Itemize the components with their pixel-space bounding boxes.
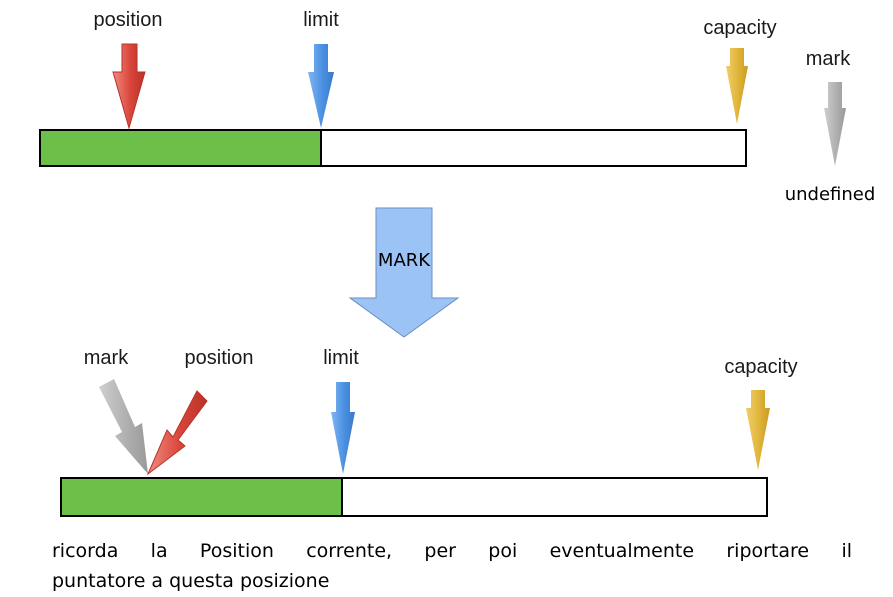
bottom-buffer (60, 477, 768, 517)
top-limit-arrow (308, 44, 334, 128)
top-mark-label: mark (806, 48, 851, 70)
bottom-position-label: position (185, 347, 254, 369)
top-position-label: position (94, 9, 163, 31)
caption: ricorda la Position corrente, per poi ev… (52, 536, 852, 596)
mark-undefined-label: undefined (785, 184, 876, 205)
top-buffer (39, 129, 747, 167)
mark-operation-label: MARK (378, 250, 431, 271)
top-position-arrow (112, 43, 146, 130)
bottom-position-arrow (146, 390, 208, 476)
mark-transition-arrow (348, 207, 460, 338)
top-buffer-filled-region (41, 131, 321, 165)
bottom-limit-label: limit (323, 347, 359, 369)
bottom-mark-label: mark (84, 347, 129, 369)
top-capacity-label: capacity (703, 17, 776, 39)
caption-line-2: puntatore a questa posizione (52, 570, 330, 592)
bottom-buffer-filled-region (62, 479, 342, 515)
bottom-capacity-label: capacity (724, 356, 797, 378)
top-limit-label: limit (303, 9, 339, 31)
top-mark-arrow (824, 82, 846, 166)
bottom-limit-arrow (331, 382, 355, 474)
bottom-capacity-arrow (746, 390, 770, 470)
caption-line-1: ricorda la Position corrente, per poi ev… (52, 540, 852, 562)
bottom-mark-arrow (99, 379, 148, 474)
top-capacity-arrow (726, 48, 748, 124)
